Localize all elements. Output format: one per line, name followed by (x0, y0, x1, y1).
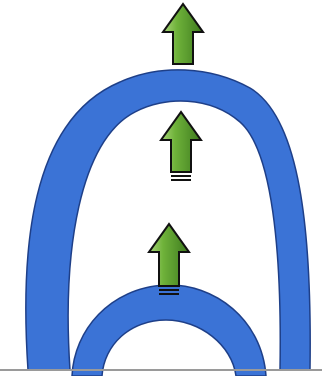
arrow-tail-stripe (159, 289, 179, 291)
arrow-tail-stripe (171, 175, 191, 177)
arrow-tail-stripe (159, 293, 179, 295)
arrow-tail-stripe (171, 179, 191, 181)
